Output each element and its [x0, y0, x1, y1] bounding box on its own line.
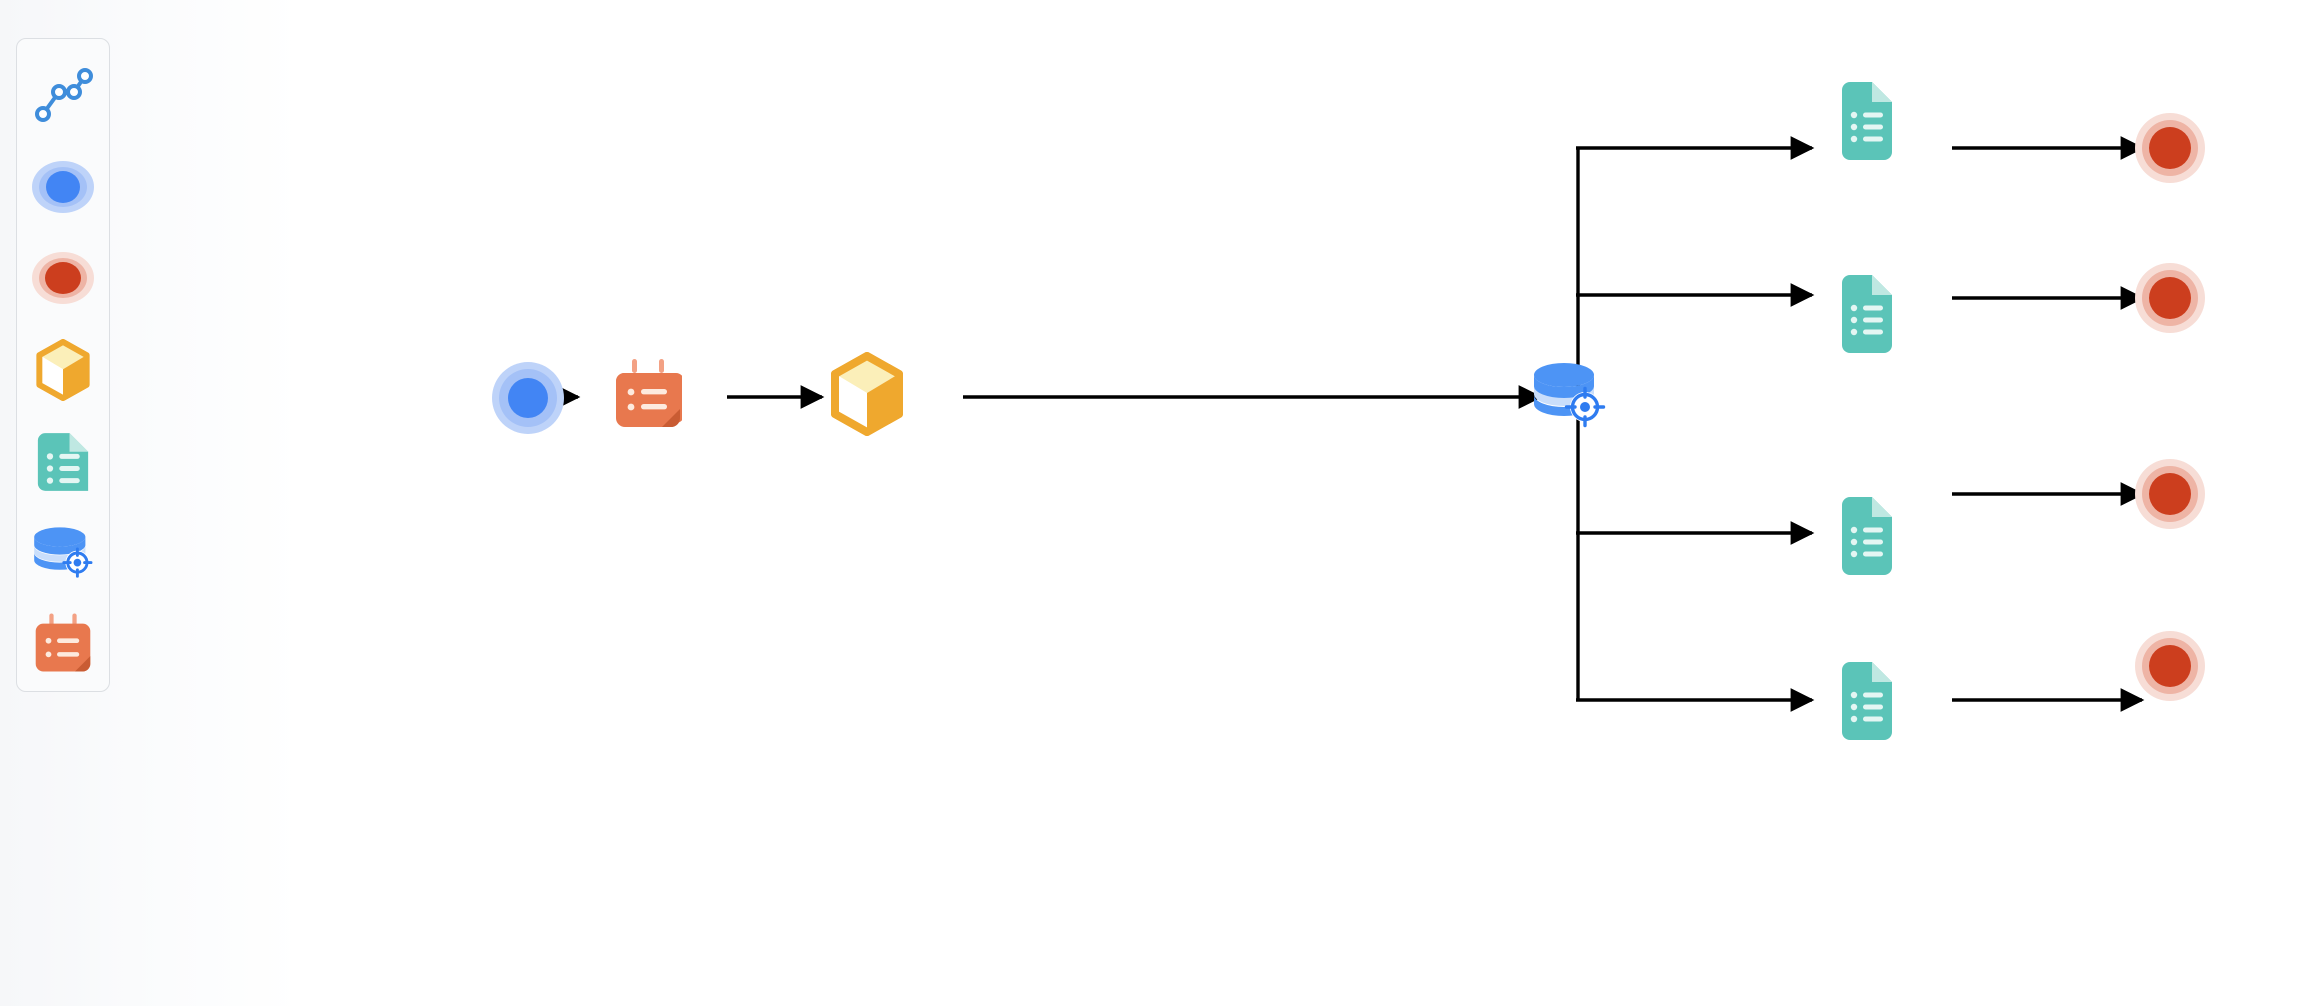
palette-item-schedule[interactable] — [16, 599, 110, 691]
blue-circle-node-icon — [492, 362, 564, 434]
palette-item-database[interactable] — [16, 508, 110, 600]
teal-document-icon — [1842, 275, 1892, 353]
orange-cube-icon — [36, 339, 90, 402]
blue-circle-node-icon — [32, 160, 94, 213]
graph-network-icon — [35, 67, 93, 122]
palette-item-graph[interactable] — [16, 49, 110, 141]
teal-document-icon — [1842, 662, 1892, 740]
orange-calendar-icon — [35, 613, 91, 672]
red-circle-node-icon — [2135, 631, 2205, 701]
red-circle-node-icon — [2135, 113, 2205, 183]
blue-database-icon — [34, 527, 93, 579]
palette-item-package[interactable] — [16, 324, 110, 416]
teal-document-icon — [1842, 497, 1892, 575]
red-circle-node-icon — [2135, 263, 2205, 333]
orange-cube-icon — [831, 352, 903, 436]
blue-database-icon — [1534, 363, 1606, 428]
orange-calendar-icon — [616, 359, 682, 427]
teal-document-icon — [37, 432, 89, 491]
node-palette[interactable] — [16, 38, 110, 692]
red-circle-node-icon — [32, 252, 94, 305]
red-circle-node-icon — [2135, 459, 2205, 529]
palette-item-sink[interactable] — [16, 232, 110, 324]
palette-item-document[interactable] — [16, 416, 110, 508]
palette-item-source[interactable] — [16, 141, 110, 233]
teal-document-icon — [1842, 82, 1892, 160]
